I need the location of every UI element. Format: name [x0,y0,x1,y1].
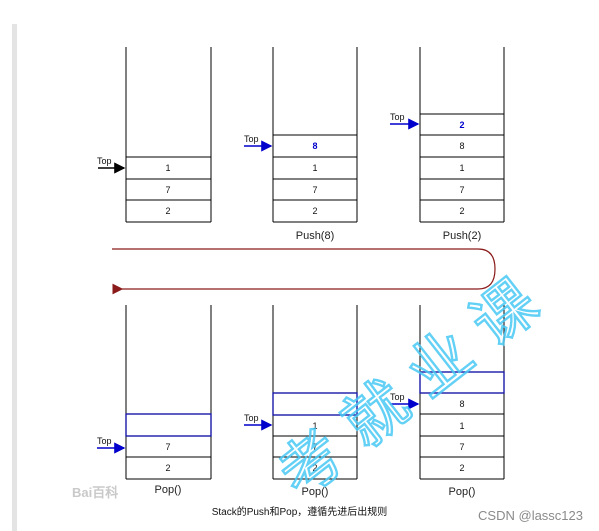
stack-bottom-3: 8 1 7 2 Top Pop() [390,305,505,498]
stack-value: 7 [165,185,170,195]
stack-value: 7 [312,442,317,452]
popped-cell [272,392,358,416]
stack-value: 2 [165,206,170,216]
top-pointer-label: Top [244,134,259,144]
operation-label: Push(2) [443,230,482,242]
csdn-credit: CSDN @lassc123 [478,508,583,523]
top-pointer-label: Top [244,413,259,423]
stack-bottom-2: 1 7 2 Top Pop() [244,305,358,498]
top-pointer-label: Top [97,436,112,446]
operation-label: Pop() [302,486,329,498]
popped-cell [419,371,505,394]
stack-value: 8 [459,399,464,409]
stack-value: 7 [312,185,317,195]
cjk-watermark: 考 就 业 课 [263,264,552,513]
operation-label: Push(8) [296,230,335,242]
stack-top-2: 8 1 7 2 Top Push(8) [244,47,358,242]
top-pointer-label: Top [97,156,112,166]
stack-value: 2 [459,463,464,473]
stack-bottom-1: 7 2 Top Pop() [97,305,212,496]
stack-value: 1 [165,163,170,173]
stack-value: 8 [459,141,464,151]
stack-value: 1 [312,163,317,173]
top-pointer-label: Top [390,392,405,402]
watermark-text: 考 就 业 课 [264,265,551,512]
baidu-watermark: Bai百科 [72,485,119,500]
stack-value: 2 [165,463,170,473]
operation-label: Pop() [449,486,476,498]
stack-value-pushed: 2 [459,120,464,130]
stack-value: 1 [312,421,317,431]
stack-top-3: 2 8 1 7 2 Top Push(2) [390,47,505,242]
stack-value: 7 [165,442,170,452]
stack-value: 7 [459,185,464,195]
figure-caption: Stack的Push和Pop，遵循先进后出规则 [211,507,388,518]
operation-label: Pop() [155,484,182,496]
stack-value: 1 [459,421,464,431]
popped-cell [125,413,212,437]
quote-bar [12,24,17,531]
stack-value: 2 [459,206,464,216]
stack-top-1: 1 7 2 Top [97,47,212,223]
top-pointer-label: Top [390,112,405,122]
flow-arrow [112,248,496,295]
stack-value: 7 [459,442,464,452]
stack-value: 2 [312,463,317,473]
stack-value: 1 [459,163,464,173]
stack-value: 2 [312,206,317,216]
stack-value-pushed: 8 [312,141,317,151]
